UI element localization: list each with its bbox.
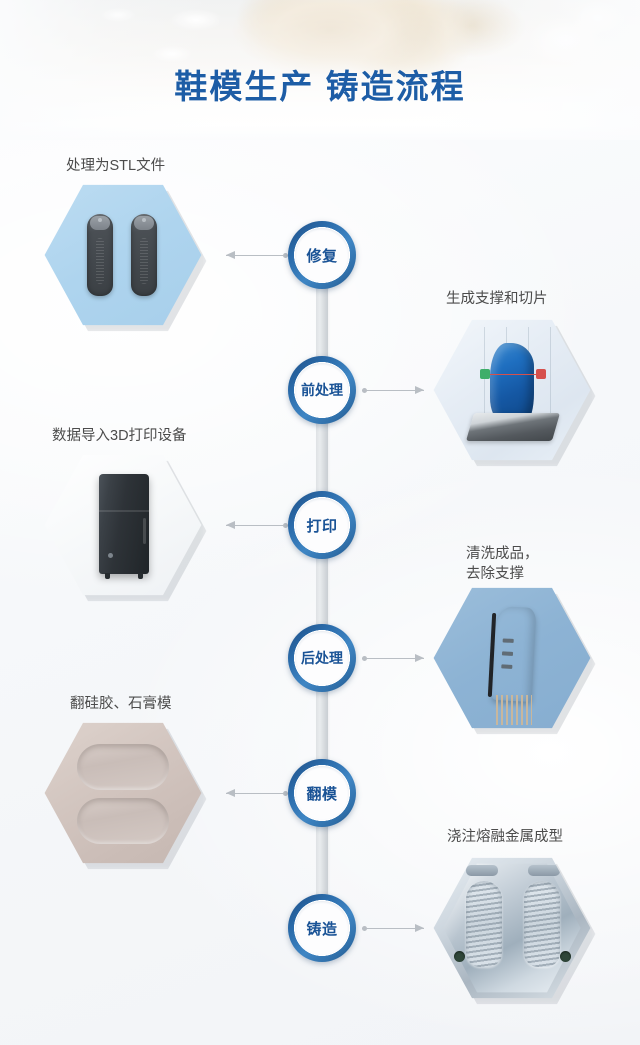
step-2-node-label: 前处理 [301,382,343,398]
step-4-node-label: 后处理 [301,650,343,666]
sole-impression-left [466,881,502,967]
banner-side-fade [0,0,640,140]
mold-cavity-lower [77,798,169,844]
step-3-arrow [226,519,288,531]
printed-shoe-last-part [492,606,537,702]
axis-marker-red-icon [536,369,546,379]
step-6-arrow [362,922,424,934]
flow-spine [316,248,328,938]
build-plate [465,413,561,441]
axis-marker-green-icon [480,369,490,379]
casting-gate-left [466,865,498,876]
axis-link-line [490,374,538,375]
slicing-software-image [433,319,591,461]
step-3-caption: 数据导入3D打印设备 [52,428,187,444]
sprue-hole-right [560,951,571,962]
step-2-caption: 生成支撑和切片 [446,291,548,307]
insole-left-icon [87,214,113,296]
stl-insole-pair-image [44,184,202,326]
step-4-arrow [362,652,424,664]
3d-printer-image [44,454,202,596]
step-node-4-houchuli[interactable]: 后处理 [288,624,356,692]
step-node-5-fanmo[interactable]: 翻模 [288,759,356,827]
step-5-arrow [226,787,288,799]
step-node-3-dayin[interactable]: 打印 [288,491,356,559]
step-5-node-label: 翻模 [306,785,338,803]
step-6-caption: 浇注熔融金属成型 [447,829,563,845]
sole-impression-right [524,881,560,967]
support-structures [496,695,532,725]
header-banner [0,0,640,140]
step-6-node-label: 铸造 [306,920,338,938]
mold-cavity-upper [77,744,169,790]
3d-printer-icon [99,474,149,579]
insole-right-icon [131,214,157,296]
step-5-caption: 翻硅胶、石膏模 [70,696,172,712]
cleaned-part-image [433,587,591,729]
metal-casting-mold-image [433,857,591,999]
step-1-arrow [226,249,288,261]
metal-plate [443,863,581,993]
step-2-arrow [362,384,424,396]
step-4-caption: 清洗成品， 去除支撑 [466,546,539,582]
step-1-caption: 处理为STL文件 [66,158,166,174]
casting-gate-right [528,865,560,876]
sprue-hole-left [454,951,465,962]
step-1-node-label: 修复 [306,247,338,265]
page-title: 鞋模生产 铸造流程 [174,68,466,105]
step-node-1-xiufu[interactable]: 修复 [288,221,356,289]
silicone-plaster-mold-image [44,722,202,864]
sliced-3d-model [490,343,534,421]
step-node-2-qianchuli[interactable]: 前处理 [288,356,356,424]
step-node-6-zhuzao[interactable]: 铸造 [288,894,356,962]
step-3-node-label: 打印 [306,517,338,535]
